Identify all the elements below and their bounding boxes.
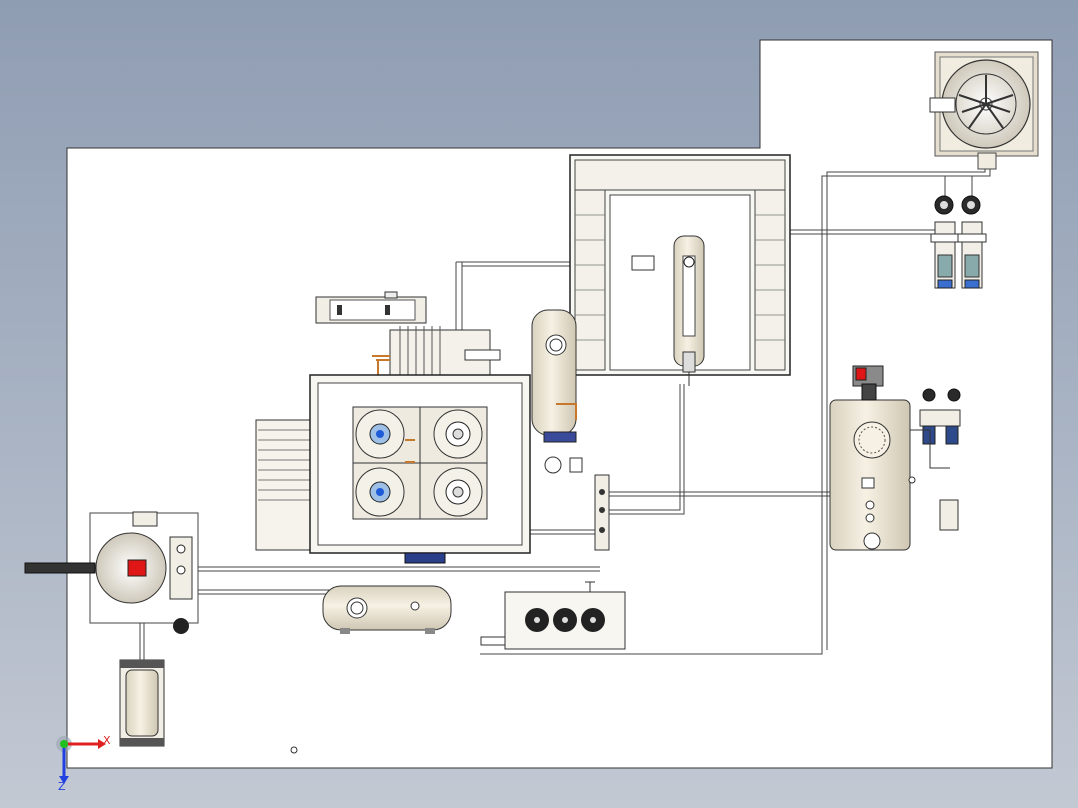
buffer-tank-vertical[interactable] (531, 309, 583, 474)
compressor-head (433, 467, 483, 517)
axis-triad: X Z (56, 734, 111, 793)
control-box[interactable] (315, 291, 427, 324)
liquid-receiver-horizontal[interactable] (322, 585, 452, 634)
y-axis-marker (60, 740, 68, 748)
condenser-fan (553, 608, 577, 632)
origin-marker (290, 746, 298, 754)
pump-manifold-small[interactable] (910, 388, 961, 531)
fan-unit[interactable] (929, 51, 1039, 170)
storage-tank-vertical[interactable] (829, 365, 916, 551)
compressor-block[interactable] (255, 374, 531, 564)
x-axis-label: X (103, 734, 111, 747)
gas-cylinder[interactable] (119, 659, 165, 747)
z-axis-label: Z (58, 780, 66, 793)
compressor-head (355, 409, 405, 459)
condenser-fan (581, 608, 605, 632)
burner-unit[interactable] (24, 511, 199, 634)
compressor-head (355, 467, 405, 517)
pipe-network (139, 169, 991, 660)
circulation-pump-pair[interactable] (930, 195, 987, 289)
valve-manifold[interactable] (594, 474, 610, 551)
air-cooled-condenser[interactable] (480, 581, 626, 650)
condenser-fan (525, 608, 549, 632)
separator-column[interactable] (631, 235, 705, 386)
filter-panel[interactable] (372, 326, 501, 378)
compressor-head (433, 409, 483, 459)
